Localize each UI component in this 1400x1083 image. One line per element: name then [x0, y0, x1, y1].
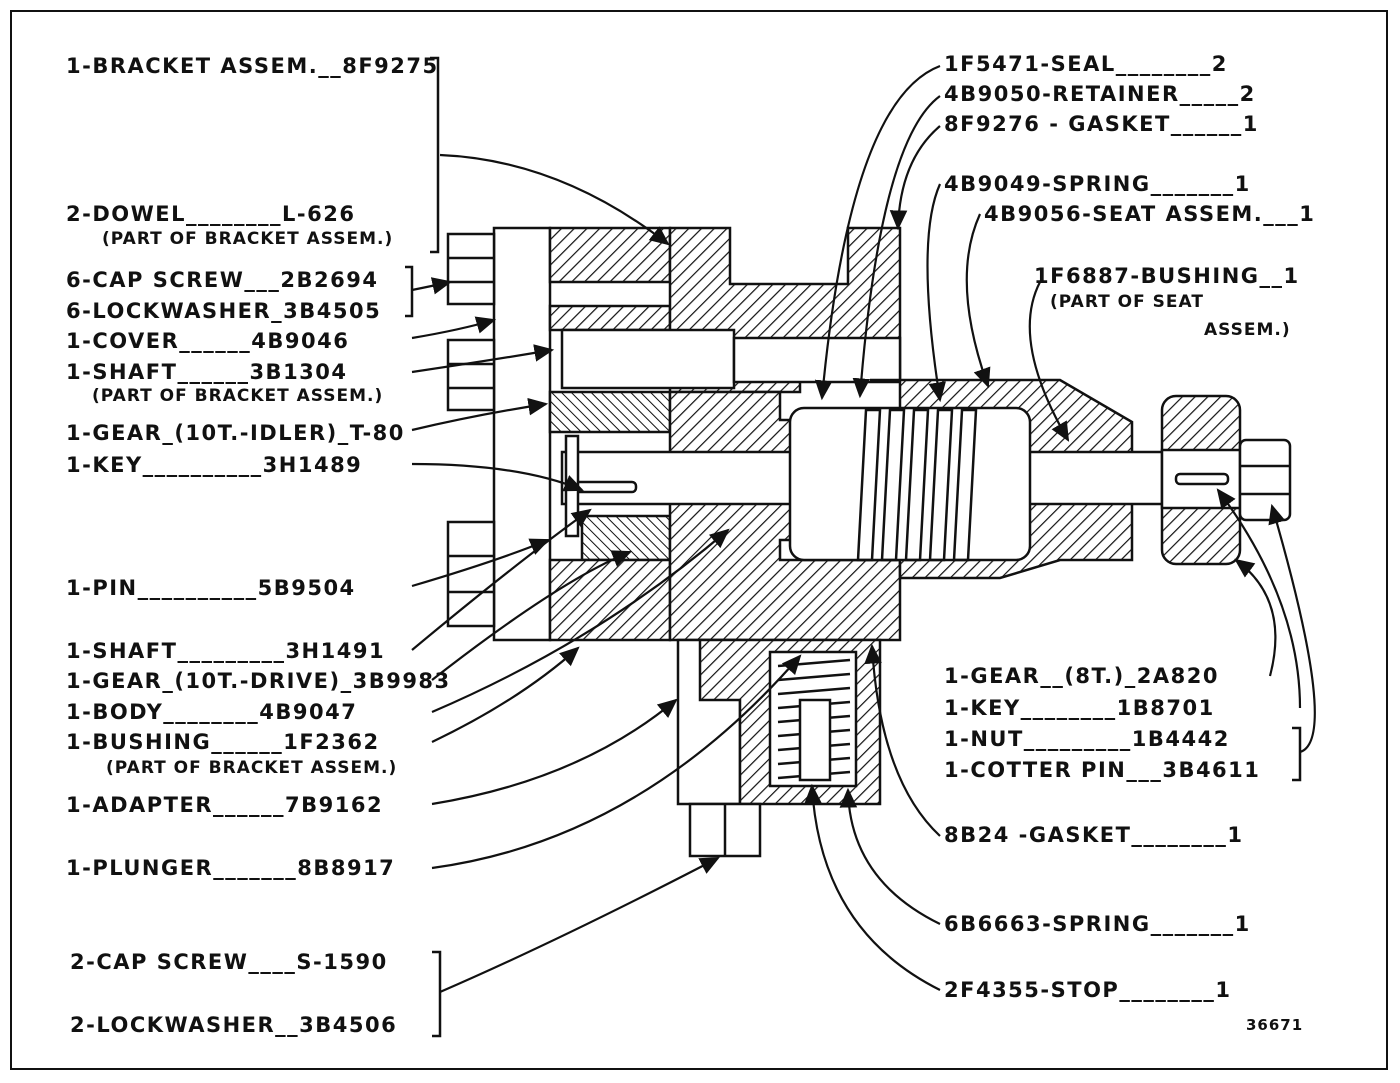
label-body: 1-BODY________4B9047	[66, 700, 358, 724]
brackets	[405, 56, 1302, 1038]
label-dowel: 2-DOWEL________L-626	[66, 202, 356, 226]
label-lockwasher-2: 2-LOCKWASHER__3B4506	[70, 1013, 398, 1037]
idler-gear	[548, 390, 672, 434]
label-seat-assem: 4B9056-SEAT ASSEM.___1	[984, 202, 1316, 226]
label-cotter-pin: 1-COTTER PIN___3B4611	[944, 758, 1261, 782]
label-gear-drive: 1-GEAR_(10T.-DRIVE)_3B9983	[66, 669, 451, 693]
bracket-upper	[548, 226, 672, 284]
label-shaft-idler-note: (PART OF BRACKET ASSEM.)	[92, 386, 384, 406]
label-bracket-assem: 1-BRACKET ASSEM.__8F9275	[66, 54, 439, 78]
bracket-lower	[548, 558, 672, 642]
label-adapter: 1-ADAPTER______7B9162	[66, 793, 384, 817]
label-plunger: 1-PLUNGER_______8B8917	[66, 856, 396, 880]
cap-screw-head-1	[446, 232, 496, 306]
bracket-group-top	[430, 56, 440, 254]
label-seal: 1F5471-SEAL________2	[944, 52, 1228, 76]
key-left	[572, 480, 638, 494]
label-shaft-idler: 1-SHAFT______3B1304	[66, 360, 348, 384]
label-stop: 2F4355-STOP________1	[944, 978, 1232, 1002]
leader-lines	[411, 64, 1316, 994]
label-spring-bottom: 6B6663-SPRING_______1	[944, 912, 1251, 936]
label-gasket-bottom: 8B24 -GASKET________1	[944, 823, 1244, 847]
label-bushing-right-note1: (PART OF SEAT	[1050, 292, 1204, 312]
label-key-right: 1-KEY________1B8701	[944, 696, 1215, 720]
label-key-left: 1-KEY__________3H1489	[66, 453, 363, 477]
label-bushing-left-note: (PART OF BRACKET ASSEM.)	[106, 758, 398, 778]
cap-screw-head-2	[446, 338, 496, 412]
stop	[798, 698, 832, 782]
bracket-group-nut	[1292, 726, 1302, 782]
label-nut: 1-NUT_________1B4442	[944, 727, 1230, 751]
nut	[1238, 438, 1292, 522]
idler-shaft	[560, 328, 736, 390]
cover-plate	[492, 226, 552, 642]
key-right	[1174, 472, 1230, 486]
pump-assembly	[446, 226, 1292, 858]
bracket-upper-mid	[548, 304, 672, 332]
label-cap-screw-2: 2-CAP SCREW____S-1590	[70, 950, 388, 974]
label-shaft-drive: 1-SHAFT_________3H1491	[66, 639, 386, 663]
diagram-frame	[10, 10, 1388, 1070]
label-bushing-right: 1F6887-BUSHING__1	[1034, 264, 1300, 288]
label-spring-top: 4B9049-SPRING_______1	[944, 172, 1251, 196]
label-lockwasher-6: 6-LOCKWASHER_3B4505	[66, 299, 382, 323]
figure-number: 36671	[1246, 1016, 1304, 1034]
bracket-group-capscrew	[405, 265, 414, 318]
label-bushing-left: 1-BUSHING______1F2362	[66, 730, 380, 754]
label-bushing-right-note2: ASSEM.)	[1204, 320, 1291, 340]
shaft-extension	[732, 336, 902, 384]
label-gasket-top: 8F9276 - GASKET______1	[944, 112, 1259, 136]
bracket-group-bottom	[432, 950, 442, 1038]
label-gear-8t: 1-GEAR__(8T.)_2A820	[944, 664, 1219, 688]
label-dowel-note: (PART OF BRACKET ASSEM.)	[102, 229, 394, 249]
label-retainer: 4B9050-RETAINER_____2	[944, 82, 1256, 106]
label-cap-screw-6: 6-CAP SCREW___2B2694	[66, 268, 379, 292]
label-cover: 1-COVER______4B9046	[66, 329, 350, 353]
cap-screw-head-3	[446, 520, 496, 628]
seal-spring-coils	[856, 408, 978, 562]
label-gear-idler: 1-GEAR_(10T.-IDLER)_T-80	[66, 421, 405, 445]
label-pin: 1-PIN__________5B9504	[66, 576, 356, 600]
